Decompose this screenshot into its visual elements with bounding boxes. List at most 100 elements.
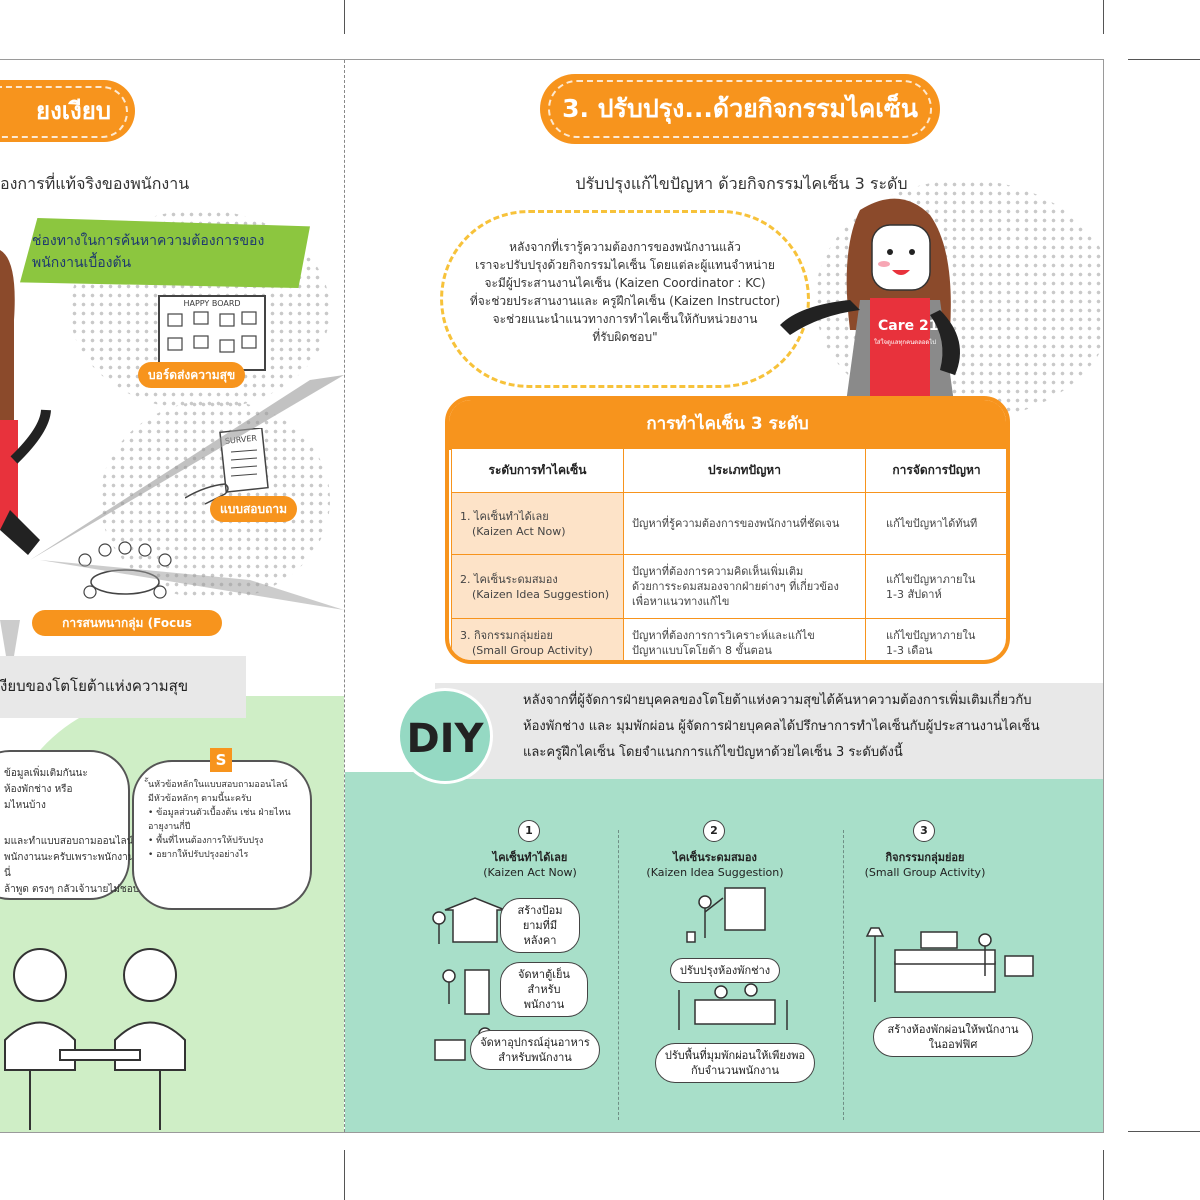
cell-line: แก้ไขปัญหาได้ทันที [886, 517, 978, 530]
left-subtitle: องการที่แท้จริงของพนักงาน [0, 174, 190, 193]
apron-logo: Care 21 [878, 318, 938, 334]
cell-line: (Kaizen Idea Suggestion) [472, 587, 610, 601]
step-number: 2 [703, 820, 725, 842]
cell-handling: แก้ไขปัญหาภายใน 1-3 เดือน [865, 618, 1006, 660]
bubble-line: • พื้นที่ไหนต้องการให้ปรับปรุง [148, 836, 264, 846]
right-page: 3. ปรับปรุง...ด้วยกิจกรรมไคเซ็น ปรับปรุง… [345, 60, 1103, 1132]
diy-line: และครูฝึกไคเซ็น โดยจำแนกการแก้ไขปัญหาด้ว… [523, 745, 903, 760]
crop-mark [1128, 59, 1200, 60]
cell-level: 3. กิจกรรมกลุ่มย่อย (Small Group Activit… [451, 618, 624, 660]
bubble-line: ห้องพักช่าง หรือ [4, 784, 73, 795]
step-title-main: ไคเซ็นระดมสมอง [673, 851, 757, 864]
crop-mark [1128, 1131, 1200, 1132]
cell-line: ปัญหาที่ต้องการความคิดเห็นเพิ่มเติม [632, 565, 804, 578]
cell-line: แก้ไขปัญหาภายใน [886, 572, 976, 586]
step1-item: สร้างป้อมยามที่มีหลังคา [500, 898, 580, 953]
page-spine [344, 60, 345, 1132]
kaizen-table: ระดับการทำไคเซ็น ประเภทปัญหา การจัดการปั… [451, 448, 1006, 660]
title-dashed-deco [548, 80, 932, 138]
cell-handling: แก้ไขปัญหาได้ทันที [865, 492, 1006, 555]
cell-level: 1. ไคเซ็นทำได้เลย (Kaizen Act Now) [451, 492, 624, 555]
step3-sketches [865, 927, 1034, 1002]
section-subtitle: ปรับปรุงแก้ไขปัญหา ด้วยกิจกรรมไคเซ็น 3 ร… [575, 174, 908, 193]
cell-line: ปัญหาที่ต้องการการวิเคราะห์และแก้ไข [632, 628, 815, 642]
speech-bubble-left: ข้อมูลเพิ่มเติมกันนะ ห้องพักช่าง หรือ มไ… [0, 750, 141, 900]
tag-survey: แบบสอบถาม [210, 496, 298, 522]
speech-line: เราจะปรับปรุงด้วยกิจกรรมไคเซ็น โดยแต่ละผ… [475, 258, 775, 272]
bubble-line: มและทำแบบสอบถามออนไลน์ [4, 836, 134, 847]
table-row: 2. ไคเซ็นระดมสมอง (Kaizen Idea Suggestio… [451, 554, 1006, 619]
section-title-pill [540, 74, 940, 144]
speech-line: จะมีผู้ประสานงานไคเซ็น (Kaizen Coordinat… [484, 276, 766, 290]
bubble-line: ข้อมูลเพิ่มเติมกันนะ [4, 768, 88, 779]
speech-line: จะช่วยแนะนำแนวทางการทำไคเซ็นให้กับหน่วยง… [492, 312, 758, 326]
cell-line: 1-3 เดือน [886, 643, 933, 657]
speech-bubble-left-text: ข้อมูลเพิ่มเติมกันนะ ห้องพักช่าง หรือ มไ… [4, 766, 144, 898]
diy-badge: DIY [397, 688, 493, 784]
cell-line: ปัญหาแบบโตโยต้า 8 ขั้นตอน [632, 643, 772, 657]
header-problem: ประเภทปัญหา [623, 448, 866, 493]
speech-bubble-dashed [440, 210, 810, 388]
meeting-sketch [4, 948, 186, 1130]
apron-tagline: ใส่ใจดูแลทุกคนตลอดไป [874, 338, 936, 346]
mascot-character: Care 21 ใส่ใจดูแลทุกคนตลอดไป [780, 198, 960, 410]
table-header-row: ระดับการทำไคเซ็น ประเภทปัญหา การจัดการปั… [451, 448, 1006, 493]
step-title-main: กิจกรรมกลุ่มย่อย [885, 851, 965, 864]
cell-line: ด้วยการระดมสมองจากฝ่ายต่างๆ ที่เกี่ยวข้อ… [632, 580, 839, 593]
green-banner [20, 218, 310, 288]
bubble-line: มไหนบ้าง [4, 800, 46, 811]
green-banner-text: ช่องทางในการค้นหาความต้องการของพนักงานเบ… [32, 233, 265, 271]
diy-line: หลังจากที่ผู้จัดการฝ่ายบุคคลของโตโยต้าแห… [523, 693, 1032, 708]
step-title: ไคเซ็นระดมสมอง (Kaizen Idea Suggestion) [635, 850, 795, 880]
cell-line: (Small Group Activity) [472, 643, 593, 657]
bubble-line: ั้นหัวข้อหลักในแบบสอบถามออนไลน์ [148, 780, 288, 790]
tag-focus-group: การสนทนากลุ่ม (Focus group) [32, 610, 222, 656]
step-title-sub: (Kaizen Idea Suggestion) [646, 866, 784, 879]
step-title: ไคเซ็นทำได้เลย (Kaizen Act Now) [455, 850, 605, 880]
step-title: กิจกรรมกลุ่มย่อย (Small Group Activity) [850, 850, 1000, 880]
speech-line: ที่จะช่วยประสานงานและ ครูฝึกไคเซ็น (Kaiz… [469, 294, 781, 308]
speech-bubble-right: S ั้นหัวข้อหลักในแบบสอบถามออนไลน์ มีหัวข… [132, 748, 312, 910]
title-dashed-deco [0, 86, 128, 138]
step1-item: จัดหาอุปกรณ์อุ่นอาหารสำหรับพนักงาน [470, 1030, 600, 1070]
tag-happy-board: บอร์ดส่งความสุข [138, 362, 246, 388]
bubble-line: • อยากให้ปรับปรุงอย่างไร [148, 850, 249, 860]
cell-line: แก้ไขปัญหาภายใน [886, 628, 976, 642]
sticky-notes-icon [167, 311, 257, 353]
bubble-line: พนักงานนะครับเพราะพนักงานที่นี่ [4, 852, 142, 879]
speech-bubble-right-text: ั้นหัวข้อหลักในแบบสอบถามออนไลน์ มีหัวข้อ… [148, 778, 308, 862]
cell-problem: ปัญหาที่ต้องการการวิเคราะห์และแก้ไข ปัญห… [623, 618, 866, 660]
step2-item: ปรับปรุงห้องพักช่าง [670, 958, 780, 983]
step2-item: ปรับพื้นที่มุมพักผ่อนให้เพียงพอกับจำนวนพ… [655, 1043, 815, 1083]
table-row: 1. ไคเซ็นทำได้เลย (Kaizen Act Now) ปัญหา… [451, 492, 1006, 555]
cell-line: เพื่อหาแนวทางแก้ไข [632, 595, 730, 608]
header-handling: การจัดการปัญหา [865, 448, 1006, 493]
step1-item: จัดหาตู้เย็นสำหรับพนักงาน [500, 962, 588, 1017]
crop-mark [1103, 1150, 1104, 1200]
character-illustration [0, 250, 51, 555]
page-bottom-edge [0, 1132, 1103, 1133]
page-top-edge [0, 59, 1103, 60]
cell-line: 1. ไคเซ็นทำได้เลย [460, 509, 549, 523]
step3-item: สร้างห้องพักผ่อนให้พนักงานในออฟฟิศ [873, 1017, 1033, 1057]
bubble-line: อายุงานกี่ปี [148, 822, 191, 832]
diy-text: หลังจากที่ผู้จัดการฝ่ายบุคคลของโตโยต้าแห… [523, 688, 1083, 766]
cell-line: 3. กิจกรรมกลุ่มย่อย [460, 628, 553, 642]
left-page: ยงเงียบ องการที่แท้จริงของพนักงาน ช่องทา… [0, 60, 344, 1132]
column-divider [618, 830, 619, 1120]
step-number: 3 [913, 820, 935, 842]
diy-line: ห้องพักช่าง และ มุมพักผ่อน ผู้จัดการฝ่าย… [523, 719, 1040, 734]
happy-board-label: HAPPY BOARD [183, 299, 241, 308]
page-right-edge [1103, 59, 1104, 1133]
cell-line: 1-3 สัปดาห์ [886, 587, 942, 601]
step-title-main: ไคเซ็นทำได้เลย [492, 851, 568, 864]
bubble-line: • ข้อมูลส่วนตัวเบื้องต้น เช่น ฝ่ายไหน [148, 808, 291, 818]
column-divider [843, 830, 844, 1120]
section-title: 3. ปรับปรุง...ด้วยกิจกรรมไคเซ็น [562, 94, 918, 123]
cell-line: (Kaizen Act Now) [472, 524, 566, 538]
letter-badge: S [210, 748, 232, 772]
cell-problem: ปัญหาที่รู้ความต้องการของพนักงานที่ชัดเจ… [623, 492, 866, 555]
bubble-line: มีหัวข้อหลักๆ ตามนี้นะครับ [148, 794, 252, 804]
left-gray-bar-text: งียบของโตโยต้าแห่งความสุข [0, 677, 189, 695]
cell-problem: ปัญหาที่ต้องการความคิดเห็นเพิ่มเติม ด้วย… [623, 554, 866, 619]
